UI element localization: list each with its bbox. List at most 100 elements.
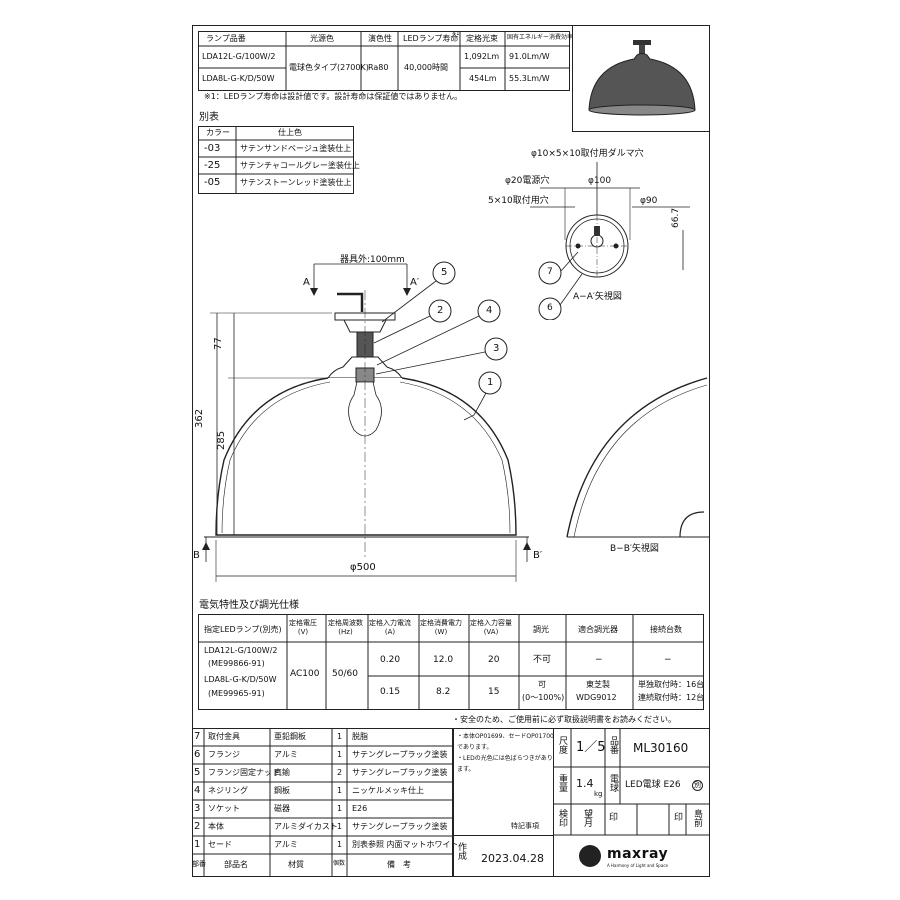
special-note-3: ・LEDの光色には色ばらつきがあり <box>457 755 553 762</box>
part-mat-1: アルミ <box>274 840 298 849</box>
betsu-th-code: カラー <box>206 128 230 137</box>
betsu-title: 別表 <box>199 112 219 123</box>
elev-a-right: A′ <box>410 277 420 288</box>
part-mat-6: アルミ <box>274 750 298 759</box>
parts-footer-qty: 個数 <box>333 860 346 867</box>
part-no-5: 5 <box>194 767 201 778</box>
tb-no-label: 品番 <box>608 736 618 754</box>
tv-dim-90: φ90 <box>640 196 658 206</box>
elec-th-power: 定格消費電力 (W) <box>420 619 462 637</box>
parts-footer-no: 部番 <box>192 860 206 868</box>
tv-dim-power: φ20電源穴 <box>505 176 550 186</box>
elec-dim-2a: 可 <box>538 680 546 689</box>
elev-dim-500: φ500 <box>350 562 376 573</box>
lamp-cri: Ra80 <box>368 63 389 72</box>
elev-callout-3: 3 <box>493 343 500 354</box>
brand-subtitle: A Harmony of Light and Space <box>607 863 668 868</box>
tb-weight-label: 重量 <box>557 774 567 792</box>
betsu-finish-1: サテンサンドベージュ塗装仕上 <box>240 144 352 153</box>
part-no-7: 7 <box>194 731 201 742</box>
lamp-th-eff: 固有エネルギー消費効率 <box>507 34 574 41</box>
tb-bulb-value: LED電球 E26 <box>625 780 681 790</box>
lamp-life: 40,000時間 <box>404 63 448 72</box>
tv-dim-100: φ100 <box>588 176 612 186</box>
part-mat-5: 真鍮 <box>274 768 290 777</box>
lamp-th-lumen: 定格光束 <box>466 34 498 43</box>
part-name-5: フランジ固定ナット <box>208 768 280 777</box>
tv-dim-screw: φ10×5×10取付用ダルマ穴 <box>531 149 644 159</box>
elec-th-lamp: 指定LEDランプ(別売) <box>204 625 282 634</box>
elec-voltage: AC100 <box>290 669 320 679</box>
product-image <box>588 40 696 116</box>
made-date: 2023.04.28 <box>481 852 544 865</box>
elec-dimmer-2b: WDG9012 <box>576 693 617 702</box>
elec-dim-2b: (0〜100%) <box>522 693 565 702</box>
part-name-1: セード <box>208 840 232 849</box>
tb-check-4: 印 <box>674 813 684 823</box>
tb-check-1: 検印 <box>557 809 567 827</box>
part-no-1: 1 <box>194 839 201 850</box>
elec-dimmer-1: − <box>595 655 603 665</box>
special-notes-label: 特記事項 <box>511 822 539 830</box>
tb-check-2: 望月 <box>582 809 592 827</box>
elec-lamp-2b: (ME99965-91) <box>208 689 265 698</box>
part-name-4: ネジリング <box>208 786 248 795</box>
part-mat-2: アルミダイカスト <box>274 822 338 831</box>
part-spec-6: サテングレープラック塗装 <box>352 750 448 759</box>
elec-va-2: 15 <box>488 687 500 697</box>
part-qty-5: 2 <box>337 768 343 777</box>
top-view-drawing <box>530 162 690 320</box>
part-no-3: 3 <box>194 803 201 814</box>
tb-weight-unit: kg <box>594 790 603 798</box>
tb-check-5: 島前 <box>692 809 702 827</box>
elev-dim-77: 77 <box>213 337 224 350</box>
betsu-finish-2: サテンチャコールグレー塗装仕上 <box>240 161 360 170</box>
lamp-lumen-2: 454Lm <box>469 74 497 83</box>
elec-th-va: 定格入力容量 (VA) <box>470 619 512 637</box>
elev-callout-2: 2 <box>437 305 444 316</box>
part-qty-7: 1 <box>337 732 343 741</box>
tb-scale-value: 1／5 <box>576 740 606 755</box>
tb-bulb-suffix: 別 <box>692 780 703 791</box>
lamp-th-part: ランプ品番 <box>206 34 246 43</box>
elev-dim-362: 362 <box>194 408 205 428</box>
tv-callout-6: 6 <box>547 303 553 313</box>
tv-title: A−A′矢視図 <box>573 292 622 302</box>
elec-dim-1: 不可 <box>533 655 552 665</box>
title-block: 尺度 1／5 品番 ML30160 重量 1.4 kg 電球 LED電球 E26… <box>553 728 710 877</box>
part-mat-7: 亜鉛鋼板 <box>274 732 306 741</box>
part-spec-2: サテングレープラック塗装 <box>352 822 448 831</box>
part-no-2: 2 <box>194 821 201 832</box>
part-name-3: ソケット <box>208 804 240 813</box>
lamp-eff-2: 55.3Lm/W <box>509 74 550 83</box>
lamp-th-note-mark: ※1 <box>452 31 460 37</box>
tv-callout-7: 7 <box>547 267 553 277</box>
elec-count-1: − <box>664 655 672 665</box>
special-note-4: ます。 <box>457 766 475 773</box>
drawing-frame <box>192 25 710 877</box>
part-qty-2: 1 <box>337 822 343 831</box>
parts-table: 7 取付金具 亜鉛鋼板 1 脱脂 6 フランジ アルミ 1 サテングレープラック… <box>192 728 459 877</box>
elev-callout-5: 5 <box>441 267 448 278</box>
part-name-2: 本体 <box>208 822 224 831</box>
safety-note: ・安全のため、ご使用前に必ず取扱説明書をお読みください。 <box>452 715 676 724</box>
lamp-part-1: LDA12L-G/100W/2 <box>202 52 276 61</box>
betsu-code-3: -05 <box>204 177 221 188</box>
elec-freq: 50/60 <box>332 669 358 679</box>
elec-th-dimmer: 適合調光器 <box>578 625 618 634</box>
parts-footer-name: 部品名 <box>224 860 248 869</box>
maxray-logo: maxray A Harmony of Light and Space <box>579 845 704 873</box>
elevation-drawing <box>202 261 710 582</box>
lamp-eff-1: 91.0Lm/W <box>509 52 550 61</box>
electrical-table: 指定LEDランプ(別売) 定格電圧 (V) 定格周波数 (Hz) 定格入力電流 … <box>198 614 704 710</box>
part-spec-7: 脱脂 <box>352 732 368 741</box>
part-mat-3: 磁器 <box>274 804 290 813</box>
elev-b-right: B′ <box>533 550 543 561</box>
elev-callout-4: 4 <box>486 305 493 316</box>
betsu-finish-3: サテンストーンレッド塗装仕上 <box>240 178 352 187</box>
part-spec-4: ニッケルメッキ仕上 <box>352 786 424 795</box>
elec-lamp-1b: (ME99866-91) <box>208 659 265 668</box>
elec-count-2b: 連続取付時：12台 <box>638 693 705 702</box>
part-no-6: 6 <box>194 749 201 760</box>
elec-th-voltage: 定格電圧 (V) <box>289 619 317 637</box>
